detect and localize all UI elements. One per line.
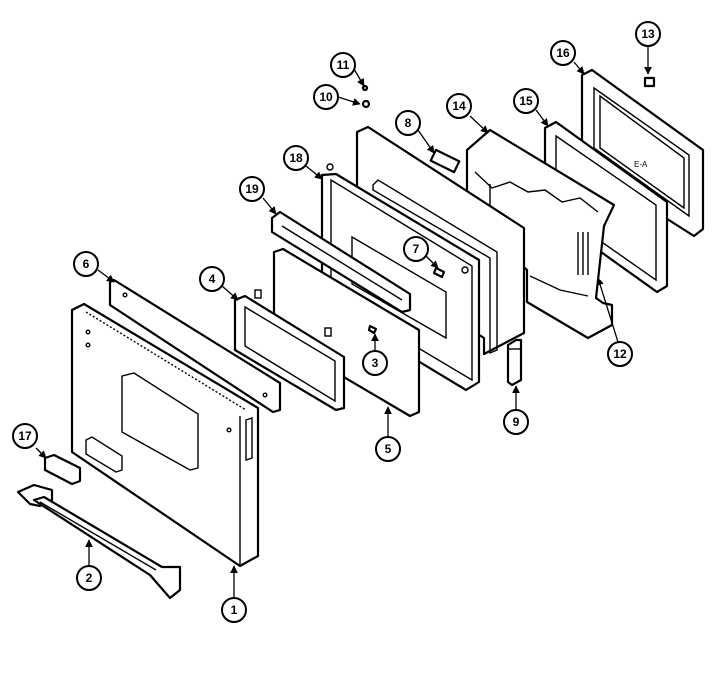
callout-6-label: 6 [83, 257, 90, 271]
svg-text:E-A: E-A [634, 160, 648, 169]
callout-14-label: 14 [452, 99, 466, 113]
callout-16: 16 [550, 40, 576, 66]
callout-8: 8 [395, 110, 421, 136]
outer-door-panel [70, 302, 260, 568]
callout-18: 18 [283, 145, 309, 171]
callout-19-label: 19 [245, 182, 259, 196]
hinge-bracket [506, 338, 523, 387]
callout-18-label: 18 [289, 151, 303, 165]
callout-17-label: 17 [18, 429, 32, 443]
nameplate [43, 453, 82, 486]
callout-5: 5 [375, 436, 401, 462]
washer-part [361, 99, 371, 109]
callout-10: 10 [313, 84, 339, 110]
callout-19: 19 [239, 176, 265, 202]
callout-1-label: 1 [231, 603, 238, 617]
callout-5-label: 5 [385, 442, 392, 456]
callout-2-label: 2 [86, 571, 93, 585]
door-handle [16, 483, 182, 600]
callout-3: 3 [362, 350, 388, 376]
glass-frame [233, 289, 346, 412]
callout-14: 14 [446, 93, 472, 119]
callout-15: 15 [513, 88, 539, 114]
callout-2: 2 [76, 565, 102, 591]
nut-part [361, 84, 369, 92]
callout-13: 13 [635, 21, 661, 47]
glass-support-bracket [270, 210, 412, 314]
callout-9-label: 9 [513, 415, 520, 429]
leader-lines [35, 46, 652, 598]
callout-12-label: 12 [613, 347, 627, 361]
callout-17: 17 [12, 423, 38, 449]
callout-10-label: 10 [319, 90, 333, 104]
clip-part [643, 76, 656, 88]
small-clip [432, 266, 446, 279]
callout-13-label: 13 [641, 27, 655, 41]
callout-4: 4 [199, 266, 225, 292]
callout-11-label: 11 [337, 58, 350, 72]
callout-16-label: 16 [556, 46, 570, 60]
screw-part [367, 324, 378, 335]
callout-1: 1 [221, 597, 247, 623]
callout-7-label: 7 [413, 242, 420, 256]
callout-3-label: 3 [372, 356, 379, 370]
callout-9: 9 [503, 409, 529, 435]
callout-11: 11 [330, 52, 356, 78]
callout-7: 7 [403, 236, 429, 262]
callout-15-label: 15 [519, 94, 533, 108]
callout-12: 12 [607, 341, 633, 367]
callout-6: 6 [73, 251, 99, 277]
callout-4-label: 4 [209, 272, 216, 286]
callout-8-label: 8 [405, 116, 412, 130]
